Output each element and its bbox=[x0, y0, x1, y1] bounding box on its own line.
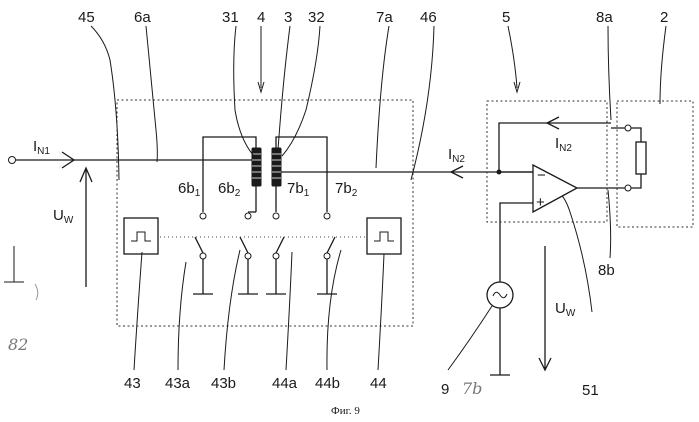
load-box bbox=[617, 101, 693, 227]
label-6b2: 6b2 bbox=[218, 180, 241, 199]
left-ground-stub bbox=[4, 246, 24, 282]
ref-43: 43 bbox=[124, 375, 141, 392]
switch-44b-blade bbox=[327, 237, 335, 253]
contact-44b-low bbox=[324, 253, 330, 259]
ref-2: 2 bbox=[660, 9, 668, 26]
ground-44a bbox=[266, 259, 286, 294]
opamp-plus-input bbox=[500, 203, 533, 282]
ref-51: 51 bbox=[582, 382, 599, 399]
ref-8b: 8b bbox=[598, 262, 615, 279]
label-7b1: 7b1 bbox=[287, 180, 310, 199]
switch-44a-blade bbox=[276, 237, 284, 253]
label-uw-right: UW bbox=[555, 300, 576, 319]
ref-31: 31 bbox=[222, 9, 239, 26]
figure-caption: Фиг. 9 bbox=[331, 405, 360, 417]
label-in1: IN1 bbox=[33, 138, 50, 157]
ref-44: 44 bbox=[370, 375, 387, 392]
input-terminal bbox=[9, 157, 16, 164]
uw-right-arrow bbox=[539, 246, 551, 370]
ref-7b-handwritten: 7b bbox=[462, 379, 482, 398]
contact-6b1 bbox=[200, 213, 206, 219]
ref-45: 45 bbox=[78, 9, 95, 26]
ref-4: 4 bbox=[257, 9, 265, 26]
contact-44a-low bbox=[273, 253, 279, 259]
label-6b1: 6b1 bbox=[178, 180, 201, 199]
ref-32: 32 bbox=[308, 9, 325, 26]
ref-5: 5 bbox=[502, 9, 510, 26]
pulse-generator-43 bbox=[124, 218, 158, 254]
opamp-minus-sign: − bbox=[537, 167, 546, 184]
switch-43a-blade bbox=[195, 237, 203, 253]
margin-mark: 82 bbox=[8, 335, 28, 354]
contact-43b-low bbox=[245, 253, 251, 259]
switching-unit-box bbox=[117, 100, 413, 326]
margin-scribble bbox=[35, 284, 38, 300]
contact-6b2 bbox=[245, 213, 251, 219]
ref-44b: 44b bbox=[315, 375, 340, 392]
ground-43a bbox=[193, 259, 213, 294]
pulse-generator-44 bbox=[367, 218, 401, 254]
switch-43b-blade bbox=[240, 237, 248, 253]
ref-7a: 7a bbox=[376, 9, 393, 26]
pulse-43-symbol bbox=[131, 232, 151, 241]
contact-7b2 bbox=[324, 213, 330, 219]
ref-9: 9 bbox=[441, 381, 449, 398]
leader-lines bbox=[91, 26, 666, 370]
opamp-plus-sign: + bbox=[536, 194, 545, 211]
ref-46: 46 bbox=[420, 9, 437, 26]
contact-43a-low bbox=[200, 253, 206, 259]
pulse-44-symbol bbox=[374, 232, 394, 241]
label-in2: IN2 bbox=[448, 146, 465, 165]
ref-43b: 43b bbox=[211, 375, 236, 392]
uw-left-arrow bbox=[80, 168, 92, 287]
load-resistor bbox=[636, 142, 646, 174]
ref-8a: 8a bbox=[596, 9, 613, 26]
ground-43b bbox=[238, 259, 258, 294]
source-ground bbox=[490, 308, 510, 375]
load-terminal-top bbox=[625, 125, 631, 131]
ref-44a: 44a bbox=[272, 375, 298, 392]
secondary-top-wire bbox=[276, 137, 327, 212]
label-7b2: 7b2 bbox=[335, 180, 358, 199]
ref-3: 3 bbox=[284, 9, 292, 26]
contact-7b1 bbox=[273, 213, 279, 219]
ac-source-symbol bbox=[493, 292, 507, 298]
ref-43a: 43a bbox=[165, 375, 191, 392]
label-in2-feedback: IN2 bbox=[555, 135, 572, 154]
label-uw-left: UW bbox=[53, 207, 74, 226]
ref-6a: 6a bbox=[134, 9, 151, 26]
load-terminal-bottom bbox=[625, 185, 631, 191]
